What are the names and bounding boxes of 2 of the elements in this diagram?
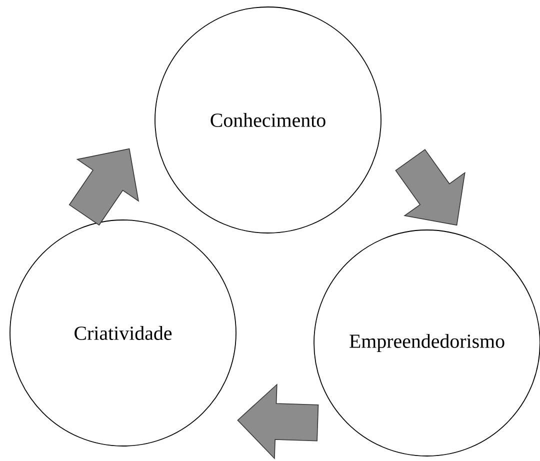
block-arrow bbox=[237, 384, 319, 460]
block-arrow bbox=[395, 149, 466, 226]
